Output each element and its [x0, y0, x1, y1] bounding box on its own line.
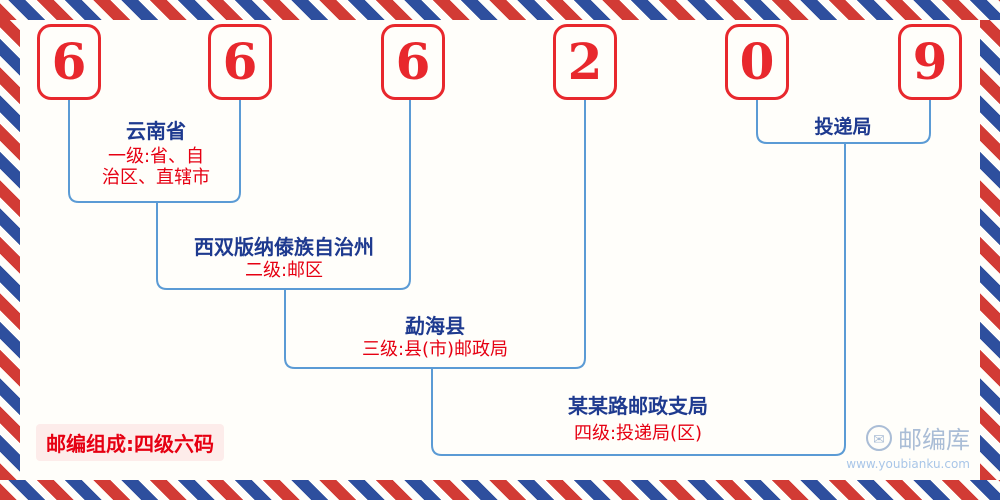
envelope-icon: ✉ — [866, 424, 892, 451]
brand-url[interactable]: www.youbianku.com — [846, 457, 970, 471]
level1-desc: 一级:省、自 治区、直辖市 — [102, 146, 210, 188]
delivery-office-label: 投递局 — [814, 116, 872, 138]
airmail-border-right — [980, 20, 1000, 480]
airmail-border-bottom — [0, 480, 1000, 500]
postal-digit-5: 0 — [725, 24, 789, 100]
postal-digit-2: 6 — [208, 24, 272, 100]
brand-watermark[interactable]: ✉ 邮编库 www.youbianku.com — [846, 420, 970, 471]
level2-name: 西双版纳傣族自治州 — [194, 235, 374, 259]
level4-name: 某某路邮政支局 — [568, 394, 708, 418]
level4-desc: 四级:投递局(区) — [573, 423, 703, 444]
level1-name: 云南省 — [126, 119, 186, 143]
level3-desc: 三级:县(市)邮政局 — [361, 339, 509, 360]
postal-digit-1: 6 — [37, 24, 101, 100]
airmail-border-top — [0, 0, 1000, 20]
level3-name: 勐海县 — [405, 314, 465, 338]
postal-digit-4: 2 — [553, 24, 617, 100]
level2-desc: 二级:邮区 — [244, 260, 324, 281]
postal-digit-3: 6 — [381, 24, 445, 100]
postal-code-composition-note: 邮编组成:四级六码 — [36, 424, 224, 461]
postal-digit-6: 9 — [898, 24, 962, 100]
brand-name[interactable]: 邮编库 — [898, 426, 970, 454]
airmail-border-left — [0, 20, 20, 480]
